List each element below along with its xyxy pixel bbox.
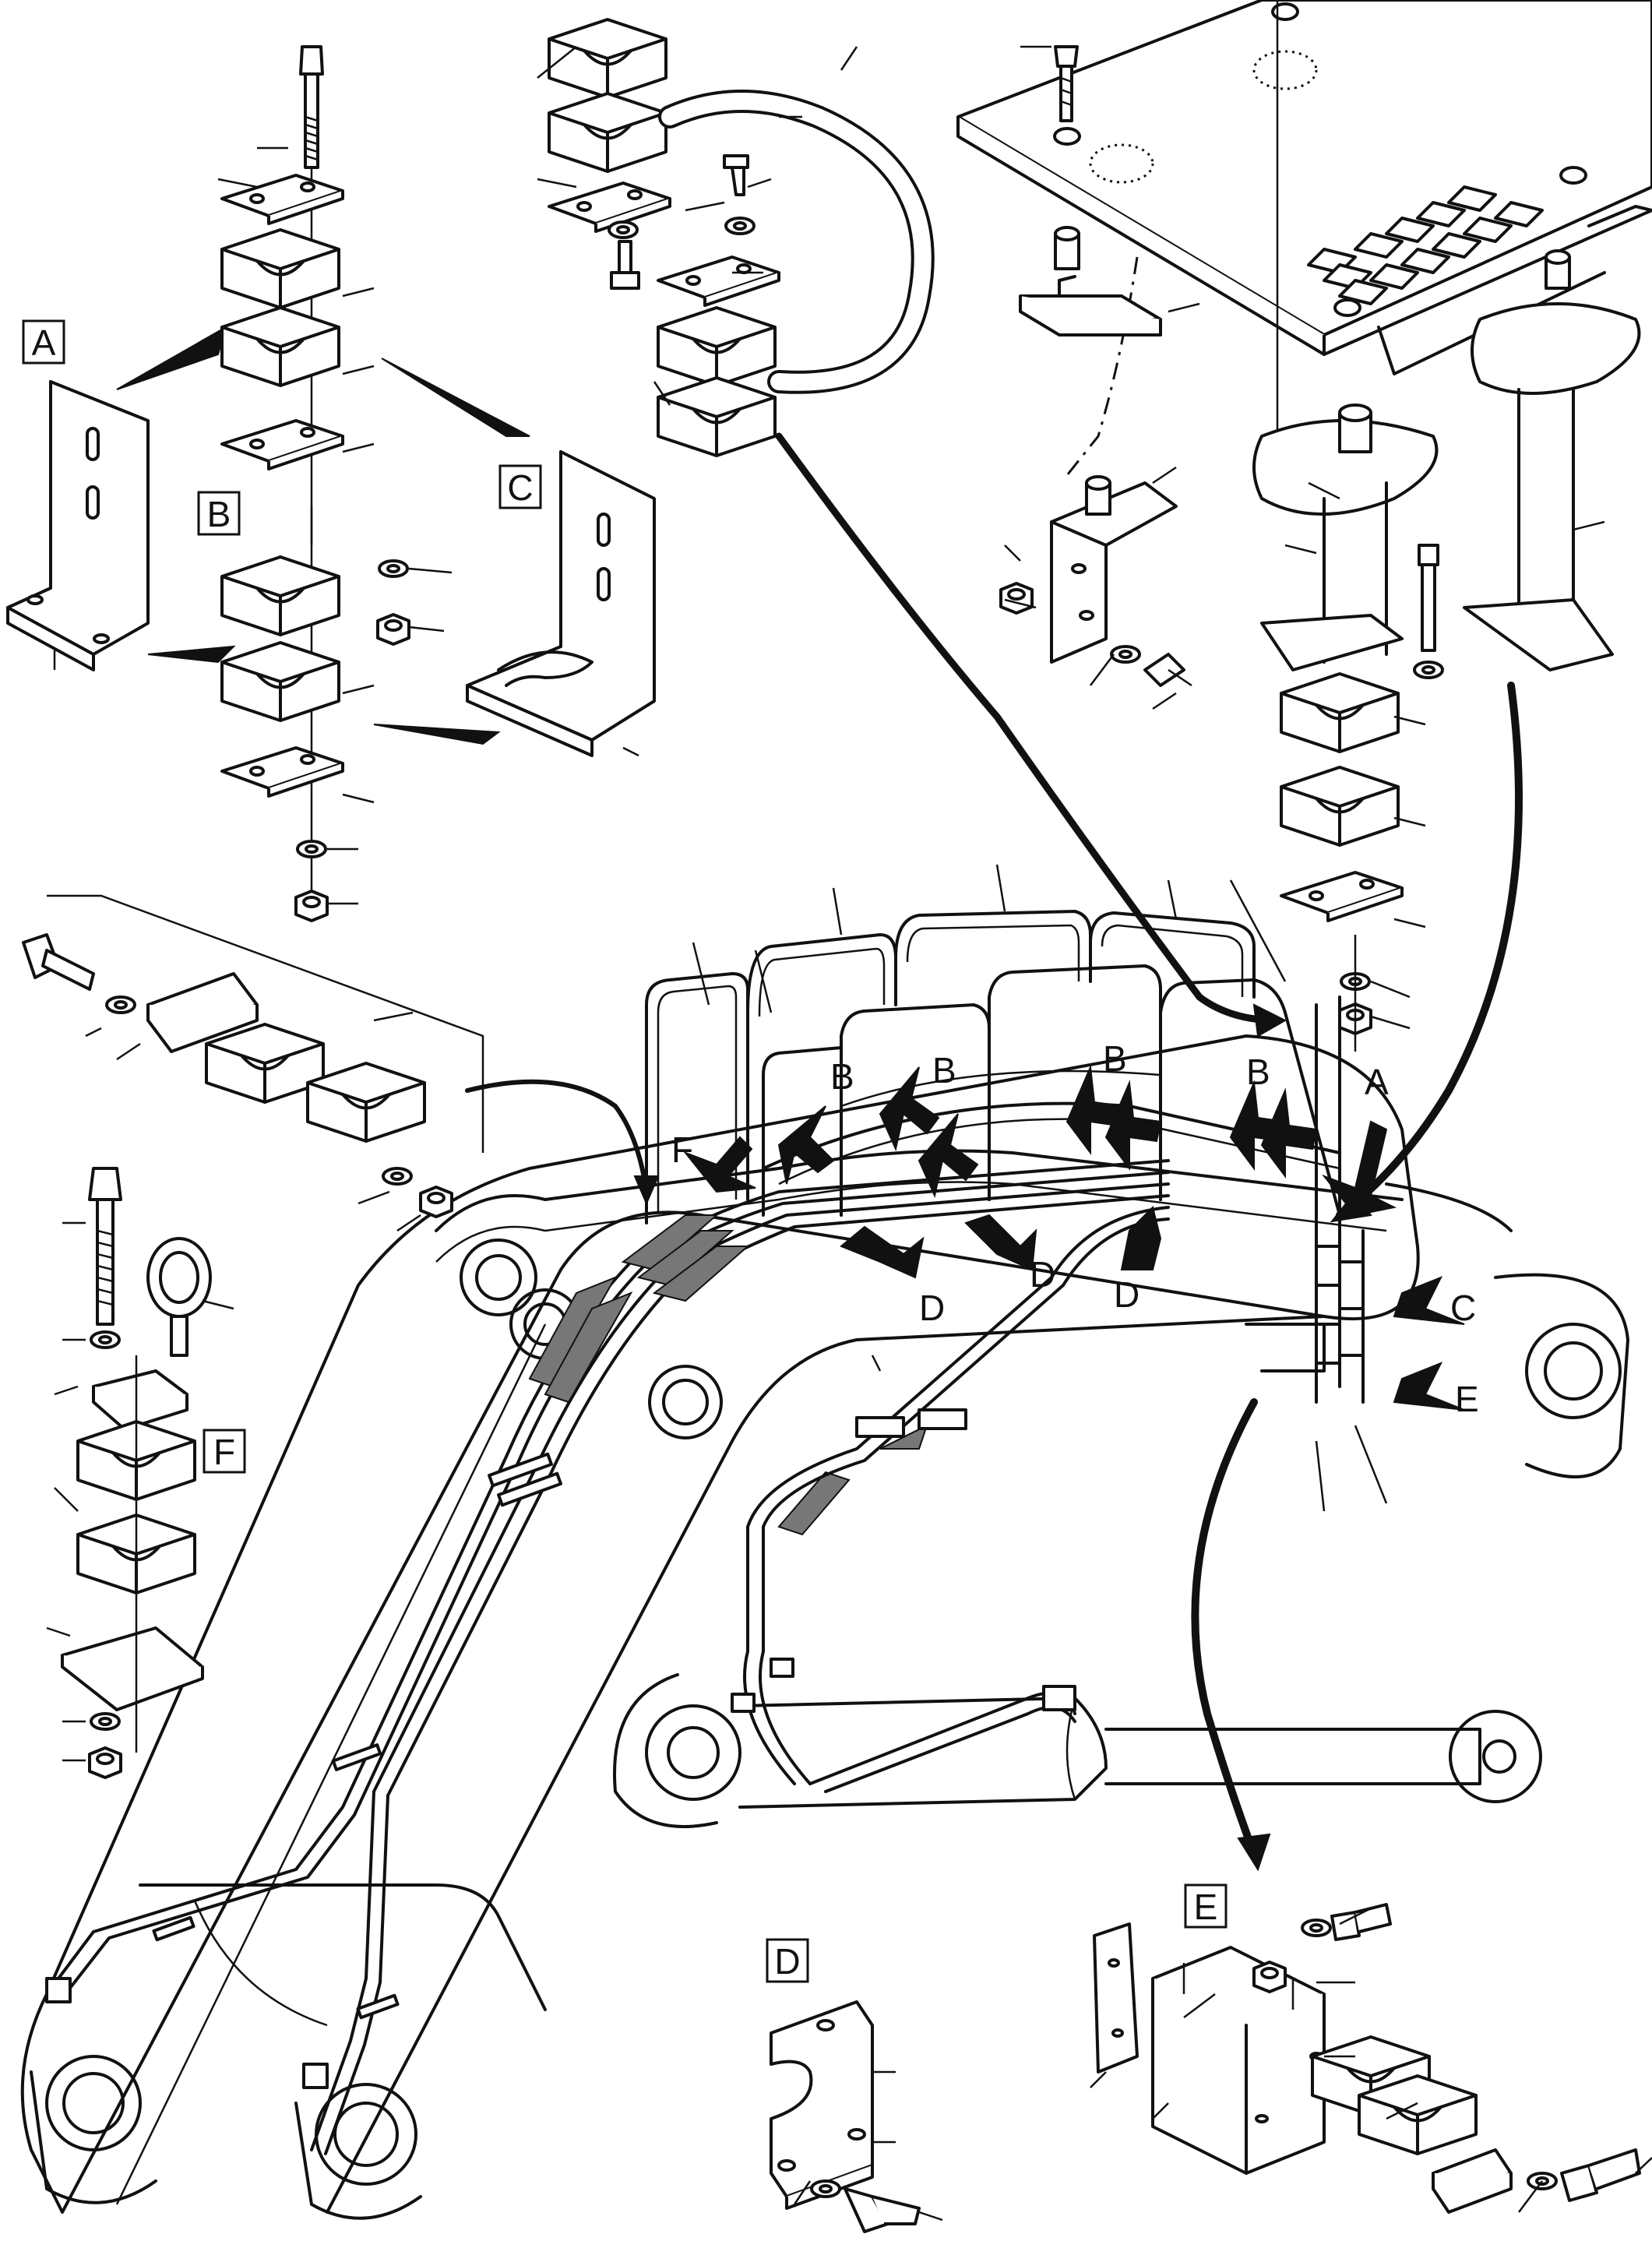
arrow-label-c: C — [1450, 1288, 1476, 1328]
arrow-label-d3: D — [1114, 1274, 1139, 1315]
svg-text:F: F — [213, 1432, 235, 1472]
detail-label-d: D — [766, 1938, 809, 1983]
detail-c-bracket — [373, 358, 656, 757]
hydraulic-hoses — [45, 1159, 1170, 2155]
hose-clamps — [45, 1408, 1076, 2089]
platform-step-post — [1252, 403, 1444, 1052]
detail-label-c: C — [498, 464, 542, 509]
detail-a-bracket — [6, 325, 236, 671]
arrow-label-b1: B — [830, 1056, 854, 1097]
arrow-label-b4: B — [1246, 1052, 1270, 1092]
svg-text:B: B — [207, 494, 231, 534]
svg-text:C: C — [507, 467, 533, 508]
detail-label-e: E — [1184, 1883, 1228, 1929]
detail-b-clamp-stack — [217, 45, 453, 922]
platform-fasteners — [1019, 45, 1200, 337]
detail-label-f: F — [203, 1429, 246, 1474]
arrow-label-a: A — [1365, 1062, 1389, 1102]
arrow-label-b2: B — [932, 1050, 956, 1091]
detail-d-plate — [770, 2000, 943, 2233]
detail-label-b: B — [197, 491, 241, 536]
indicator-arrows — [682, 1064, 1465, 1411]
leader-lines — [692, 864, 1388, 1512]
arrow-label-b3: B — [1103, 1038, 1127, 1079]
platform-tall-step-post — [1463, 249, 1641, 671]
detail-f-clamp — [46, 1167, 234, 1779]
svg-text:E: E — [1194, 1887, 1218, 1927]
platform-support-bracket — [999, 466, 1192, 710]
detail-e-bracket — [1090, 1903, 1652, 2214]
bolt — [299, 45, 324, 169]
detail-label-a: A — [22, 319, 65, 365]
hydraulic-cylinder — [613, 1673, 1542, 1828]
hose-clamp-detail — [537, 18, 935, 457]
walkway-platform — [956, 0, 1652, 476]
hose-retainer-detail — [22, 894, 484, 1232]
svg-text:A: A — [32, 322, 56, 363]
arrow-label-e: E — [1455, 1379, 1479, 1419]
arrow-labels: B B B B F A C E D D D — [671, 1038, 1479, 1419]
arrow-label-d2: D — [1030, 1254, 1055, 1295]
svg-text:D: D — [774, 1941, 800, 1982]
arrow-label-f: F — [671, 1129, 693, 1170]
arrow-label-d1: D — [919, 1288, 945, 1328]
boom-assembly — [20, 910, 1629, 2220]
